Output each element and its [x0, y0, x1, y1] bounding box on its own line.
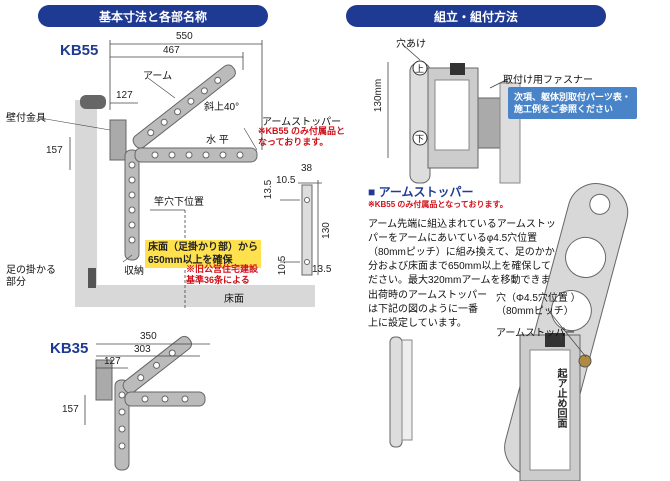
assembly-dim-130mm: 130mm — [373, 78, 385, 113]
kb55-dim-130: 130 — [320, 222, 332, 239]
kb55-dim-157: 157 — [46, 145, 63, 156]
kb55-diagram — [39, 40, 322, 310]
stopper-detail-diagram — [389, 183, 629, 481]
assembly-fastener-note: 次項、躯体別取付パーツ表・ 施工例をご参照ください — [508, 87, 637, 119]
kb55-dim-467: 467 — [163, 45, 180, 56]
kb55-dim-127: 127 — [116, 90, 133, 101]
header-basic-dimensions: 基本寸法と各部名称 — [38, 5, 268, 27]
kb55-label-storage: 収納 — [124, 266, 144, 277]
kb55-label-horizontal: 水 平 — [206, 135, 229, 146]
kb35-dim-303: 303 — [134, 344, 151, 355]
kb55-dim-10-5-bottom: 10.5 — [277, 255, 289, 276]
kb55-dim-10-5-top: 10.5 — [276, 175, 296, 186]
kb55-highlight-box: 床面（足掛かり部）から 650mm以上を確保 — [145, 240, 261, 268]
kb55-label-stopper: アームストッパー — [262, 117, 342, 128]
header-assembly: 組立・組付方法 — [346, 5, 606, 27]
kb35-diagram — [84, 335, 210, 471]
kb35-model-label: KB35 — [50, 340, 89, 357]
kb55-label-floor: 床面 — [224, 294, 244, 305]
kb55-dim-13-5-bottom: 13.5 — [312, 264, 332, 275]
assembly-label-hole: 穴あけ — [396, 39, 426, 50]
kb55-note-accessory: ※KB55 のみ付属品と なっております。 — [258, 126, 346, 147]
kb35-dim-157: 157 — [62, 404, 79, 415]
stopper-shipping-note: 出荷時のアームストッパー は下記の図のように一番 上に設定しています。 — [368, 290, 488, 329]
stopper-arm-stopper-label: アームストッパー — [496, 328, 576, 339]
kb55-label-foot: 足の掛かる 部分 — [6, 265, 56, 288]
kb55-dim-13-5-top: 13.5 — [263, 179, 275, 200]
assembly-label-down: 下 — [415, 134, 425, 144]
kb55-dim-38: 38 — [301, 163, 313, 174]
stopper-title: ■ アームストッパー — [368, 185, 474, 199]
kb55-label-arm: アーム — [143, 71, 173, 82]
assembly-label-up: 上 — [415, 64, 425, 74]
kb35-dim-350: 350 — [140, 331, 157, 342]
kb55-label-screwhole: 竿穴下位置 — [154, 197, 204, 208]
stopper-body: アーム先端に組込まれているアームストッ パーをアームにあいているφ4.5穴位置 … — [368, 219, 575, 286]
stopper-hole-label: 穴（Φ4.5穴位置 ） （80mmピッチ） — [496, 293, 581, 317]
kb35-dim-127: 127 — [104, 356, 121, 367]
kb55-label-wall: 壁付金具 — [6, 113, 46, 124]
kb55-model-label: KB55 — [60, 42, 99, 59]
kb55-note-law: ※旧公営住宅建設 基準36条による — [186, 264, 259, 285]
stopper-plate-text: 起ア止め回面 — [555, 368, 566, 428]
kb55-dim-550: 550 — [176, 31, 193, 42]
stopper-subnote: ※KB55 のみ付属品となっております。 — [368, 200, 508, 209]
kb55-label-angle: 斜上40° — [204, 102, 240, 113]
assembly-label-fastener: 取付け用ファスナー — [503, 75, 593, 86]
